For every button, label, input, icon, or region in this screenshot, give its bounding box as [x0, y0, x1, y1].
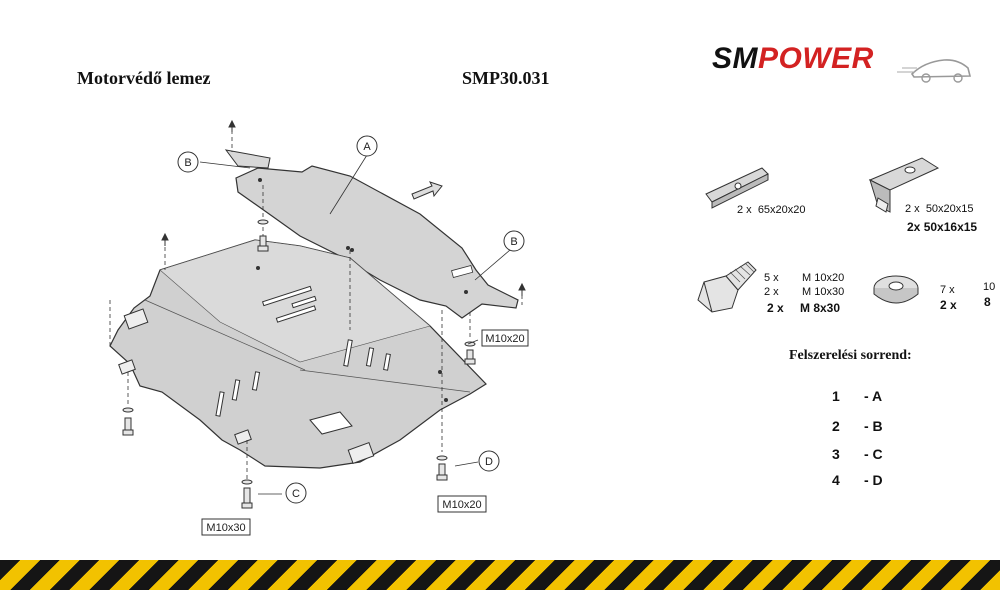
step-2-num: 2 — [832, 418, 840, 434]
bolt-icon — [697, 261, 757, 313]
washer-size-1: 10 — [983, 281, 996, 293]
bracket2-qty: 2 x — [905, 203, 920, 215]
callout-a: A — [363, 141, 371, 153]
product-code: SMP30.031 — [462, 68, 550, 88]
bracket-flat-icon — [705, 167, 769, 209]
washer-qty-2: 2 x — [940, 298, 957, 312]
car-silhouette-icon — [897, 59, 972, 83]
callout-c: C — [292, 488, 300, 500]
bracket2-spec: 2 x 50x20x15 — [905, 203, 974, 215]
exploded-diagram: B A B C D M10x20 M10x30 M10x20 — [109, 119, 940, 536]
bolt-qty-2: 2 x — [764, 286, 779, 298]
installation-order-title: Felszerelési sorrend: — [789, 348, 912, 363]
bracket2-qty2: 2x — [907, 220, 921, 234]
bolt-size-3: M 8x30 — [800, 301, 841, 315]
bolt-size-1: M 10x20 — [802, 272, 845, 284]
bracket1-size: 65x20x20 — [757, 204, 806, 216]
bracket2-spec-alt: 2x 50x16x15 — [907, 220, 977, 234]
bracket1-spec: 2 x 65x20x20 — [737, 204, 806, 216]
hazard-stripe-footer — [0, 560, 1000, 590]
step-2-part: - B — [864, 418, 883, 434]
bolt-size-2: M 10x30 — [802, 286, 845, 298]
callout-b2: B — [510, 236, 517, 248]
smpower-logo: SMPOWER — [712, 40, 972, 88]
washer-qty-1: 7 x — [940, 284, 955, 296]
step-4-part: - D — [864, 472, 883, 488]
callout-b1: B — [184, 157, 191, 169]
step-3-part: - C — [864, 446, 883, 462]
bolt-qty-3: 2 x — [767, 301, 784, 315]
bracket-angle-icon — [868, 157, 940, 213]
fasteners — [122, 219, 476, 509]
washer-size-2: 8 — [984, 295, 991, 309]
bracket2-size2: 50x16x15 — [923, 220, 978, 234]
washer-icon — [873, 275, 919, 304]
step-3-num: 3 — [832, 446, 840, 462]
logo-power-text: POWER — [758, 42, 874, 75]
bolt-qty-1: 5 x — [764, 272, 779, 284]
step-4-num: 4 — [832, 472, 840, 488]
logo-sm-text: SM — [712, 42, 758, 75]
callout-d: D — [485, 456, 493, 468]
bracket1-qty: 2 x — [737, 204, 752, 216]
step-1-num: 1 — [832, 388, 840, 404]
plate-a — [224, 149, 519, 319]
bolt-label-rear: M10x20 — [485, 333, 524, 345]
bolt-label-front-right: M10x20 — [442, 499, 481, 511]
step-1-part: - A — [864, 388, 883, 404]
direction-arrow-icon — [411, 181, 443, 200]
bolt-label-front-left: M10x30 — [206, 522, 245, 534]
product-name: Motorvédő lemez — [77, 68, 211, 88]
main-skid-plate — [109, 239, 487, 469]
bracket2-size: 50x20x15 — [925, 203, 974, 215]
